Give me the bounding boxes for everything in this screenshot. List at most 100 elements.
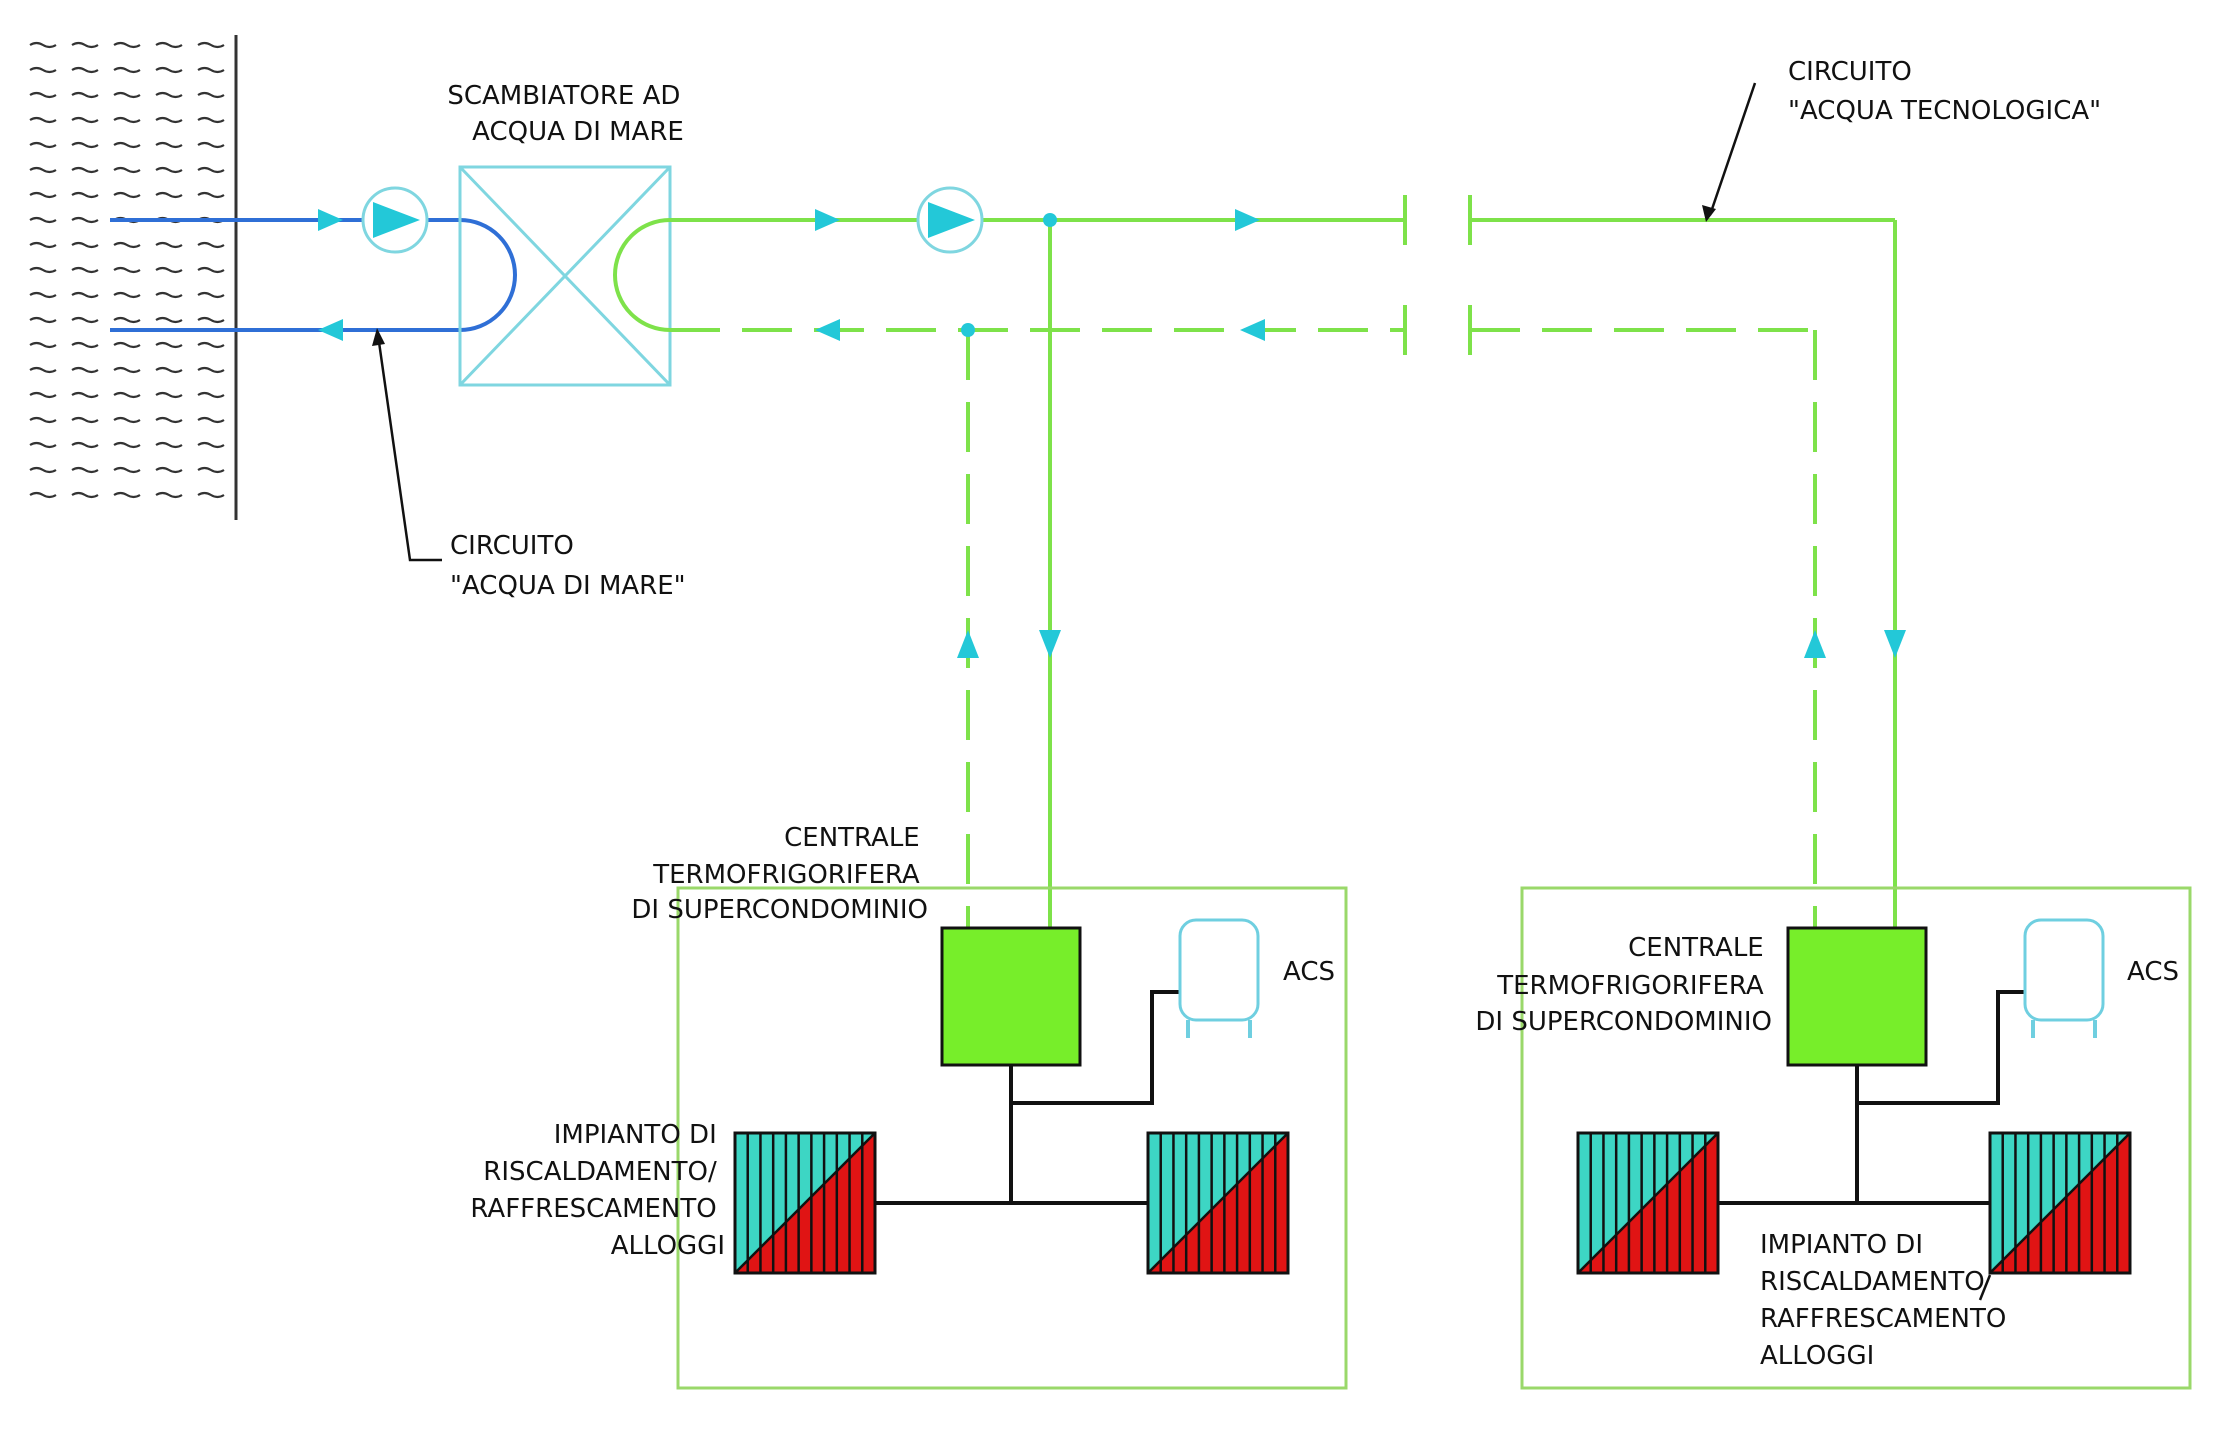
acs-left-label: ACS [1283, 957, 1335, 987]
sea-wave-mark [29, 391, 57, 399]
tech-circuit-label: CIRCUITO "ACQUA TECNOLOGICA" [1788, 57, 2101, 126]
sea-wave-mark [155, 391, 183, 399]
sea-wave-mark [71, 491, 99, 499]
sea-wave-mark [197, 241, 225, 249]
exchanger-label: SCAMBIATORE AD ACQUA DI MARE [447, 81, 688, 147]
radiator-icon [733, 1131, 877, 1275]
sea-wave-mark [29, 141, 57, 149]
sea-wave-mark [155, 191, 183, 199]
radiator-icon [1576, 1131, 1720, 1275]
sea-wave-mark [155, 341, 183, 349]
sea-wave-mark [71, 141, 99, 149]
sea-wave-mark [71, 391, 99, 399]
sea-wave-mark [155, 416, 183, 424]
sea-wave-mark [71, 291, 99, 299]
radiator-icon [1146, 1131, 1290, 1275]
sea-wave-mark [29, 341, 57, 349]
sea-wave-mark [113, 166, 141, 174]
sea-wave-mark [29, 191, 57, 199]
sea-wave-mark [29, 441, 57, 449]
sea-wave-mark [29, 216, 57, 224]
sea-wave-mark [113, 316, 141, 324]
sea-wave-mark [155, 41, 183, 49]
sea-wave-mark [155, 441, 183, 449]
sea-wave-mark [197, 141, 225, 149]
sea-wave-mark [71, 41, 99, 49]
sea-wave-mark [197, 416, 225, 424]
sea-wave-mark [71, 416, 99, 424]
sea-wave-mark [113, 341, 141, 349]
sea-wave-mark [155, 241, 183, 249]
sea-wave-mark [155, 466, 183, 474]
sea-icon [29, 35, 238, 520]
plant-area-right-border [1520, 886, 2192, 1390]
storage-tank-icon [2023, 918, 2105, 1038]
sea-wave-mark [29, 366, 57, 374]
sea-wave-mark [155, 266, 183, 274]
sea-wave-mark [29, 491, 57, 499]
junction-dots [961, 213, 1057, 337]
sea-wave-mark [113, 141, 141, 149]
sea-wave-mark [29, 91, 57, 99]
sea-wave-mark [113, 466, 141, 474]
sea-wave-mark [113, 41, 141, 49]
sea-wave-mark [197, 316, 225, 324]
sea-wave-mark [71, 241, 99, 249]
leader-arrowhead [372, 328, 385, 346]
sea-wave-mark [155, 141, 183, 149]
central-plant-left [940, 926, 1082, 1067]
sea-wave-mark [113, 291, 141, 299]
sea-wave-mark [71, 66, 99, 74]
sea-water-supply-pipe [110, 218, 517, 332]
sea-wave-mark [29, 316, 57, 324]
sea-wave-mark [71, 116, 99, 124]
sea-circuit-label: CIRCUITO "ACQUA DI MARE" [450, 531, 686, 601]
sea-wave-mark [113, 191, 141, 199]
sea-wave-mark [197, 441, 225, 449]
system-left-label: IMPIANTO DI RISCALDAMENTO/ RAFFRESCAMENT… [470, 1120, 725, 1261]
sea-wave-mark [29, 416, 57, 424]
sea-wave-mark [197, 41, 225, 49]
sea-wave-mark [71, 191, 99, 199]
sea-wave-mark [155, 166, 183, 174]
sea-wave-mark [113, 491, 141, 499]
sea-wave-mark [155, 291, 183, 299]
sea-wave-mark [155, 491, 183, 499]
sea-wave-mark [71, 441, 99, 449]
sea-wave-mark [113, 391, 141, 399]
tech-water-circuit [613, 218, 1897, 930]
plant-right-label: CENTRALE TERMOFRIGORIFERA DI SUPERCONDOM… [1475, 933, 1772, 1037]
sea-wave-mark [71, 341, 99, 349]
sea-water-circuit [110, 218, 517, 332]
sea-wave-mark [197, 91, 225, 99]
plant-left-label: CENTRALE TERMOFRIGORIFERA DI SUPERCONDOM… [631, 823, 928, 925]
sea-wave-mark [29, 166, 57, 174]
sea-wave-mark [197, 191, 225, 199]
sea-wave-mark [197, 366, 225, 374]
leader-lines [376, 82, 1992, 1301]
radiator-icon [1988, 1131, 2132, 1275]
sea-wave-mark [113, 366, 141, 374]
central-plant-right [1786, 926, 1928, 1067]
sea-wave-mark [29, 241, 57, 249]
sea-wave-mark [71, 91, 99, 99]
sea-wave-mark [113, 116, 141, 124]
sea-wave-mark [29, 66, 57, 74]
sea-wave-mark [197, 166, 225, 174]
sea-wave-mark [155, 91, 183, 99]
sea-wave-mark [113, 441, 141, 449]
sea-wave-mark [29, 116, 57, 124]
plant-area-left-border [676, 886, 1348, 1390]
sea-wave-mark [113, 66, 141, 74]
sea-wave-mark [197, 466, 225, 474]
sea-wave-mark [197, 291, 225, 299]
leader-arrowhead [1702, 205, 1716, 222]
acs-right-label: ACS [2127, 957, 2179, 987]
sea-wave-mark [113, 241, 141, 249]
sea-wave-mark [29, 291, 57, 299]
sea-wave-mark [155, 66, 183, 74]
sea-wave-mark [71, 216, 99, 224]
sea-wave-mark [197, 341, 225, 349]
sea-wave-mark [71, 316, 99, 324]
